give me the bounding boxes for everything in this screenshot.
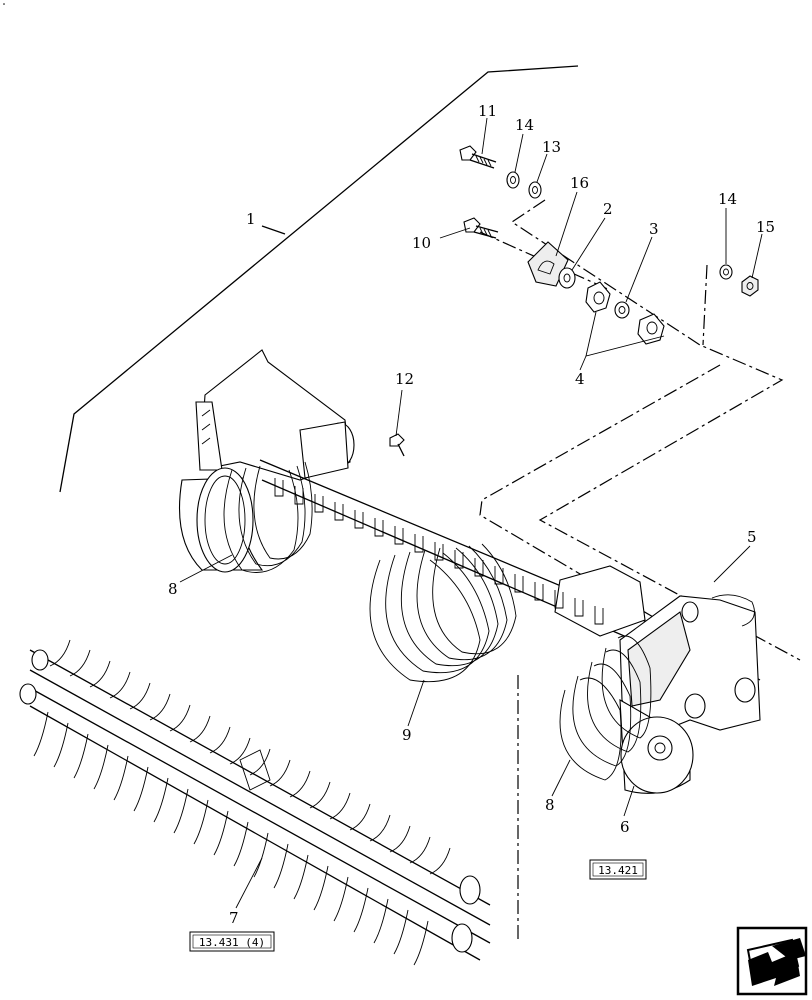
callout-3: 3 <box>649 220 659 238</box>
nut-15 <box>741 275 759 297</box>
reference-box-13-431[interactable]: 13.431 (4) <box>189 931 275 952</box>
callout-11: 11 <box>478 102 497 120</box>
callout-labels: 1 2 3 4 5 6 7 8 8 9 10 11 12 13 14 14 15… <box>168 102 775 927</box>
callout-14-lower: 14 <box>718 190 737 208</box>
bearing-3 <box>614 301 630 319</box>
callout-1: 1 <box>246 210 256 228</box>
corner-mark <box>3 3 5 5</box>
callout-4: 4 <box>575 370 585 388</box>
callout-12: 12 <box>395 370 414 388</box>
callout-8-right: 8 <box>545 796 555 814</box>
reference-label-13-431: 13.431 (4) <box>199 936 265 949</box>
bearing-flange-4a <box>585 281 611 313</box>
washer-14-lower <box>719 264 733 280</box>
center-stripper-bands-9 <box>369 543 517 683</box>
phantom-lines <box>479 199 801 940</box>
callout-13: 13 <box>542 138 561 156</box>
bolt-11 <box>459 145 497 169</box>
callout-7: 7 <box>229 909 239 927</box>
callout-10: 10 <box>412 234 431 252</box>
rotor-frame <box>179 349 761 794</box>
callout-5: 5 <box>747 528 757 546</box>
bearing-flange-4b <box>637 313 665 345</box>
washer-14-upper <box>506 171 520 189</box>
washer-2 <box>558 267 576 289</box>
left-stripper-bands-8 <box>223 461 313 573</box>
bolt-12 <box>389 433 405 457</box>
callout-6: 6 <box>620 818 630 836</box>
callout-15: 15 <box>756 218 775 236</box>
pickup-reel-7 <box>19 639 491 966</box>
assembly-bracket-line <box>59 65 579 493</box>
next-page-arrow-icon <box>746 938 806 986</box>
callout-9: 9 <box>402 726 412 744</box>
leader-lines <box>179 117 763 909</box>
callout-8-left: 8 <box>168 580 178 598</box>
next-page-button[interactable] <box>736 926 808 996</box>
lockwasher-13 <box>528 181 542 199</box>
bolt-10 <box>463 217 499 239</box>
reference-label-13-421: 13.421 <box>598 864 638 877</box>
callout-16: 16 <box>570 174 589 192</box>
right-stripper-bands-8 <box>559 635 652 781</box>
reference-box-13-421[interactable]: 13.421 <box>589 859 647 880</box>
callout-14-upper: 14 <box>515 116 534 134</box>
callout-2: 2 <box>603 200 613 218</box>
